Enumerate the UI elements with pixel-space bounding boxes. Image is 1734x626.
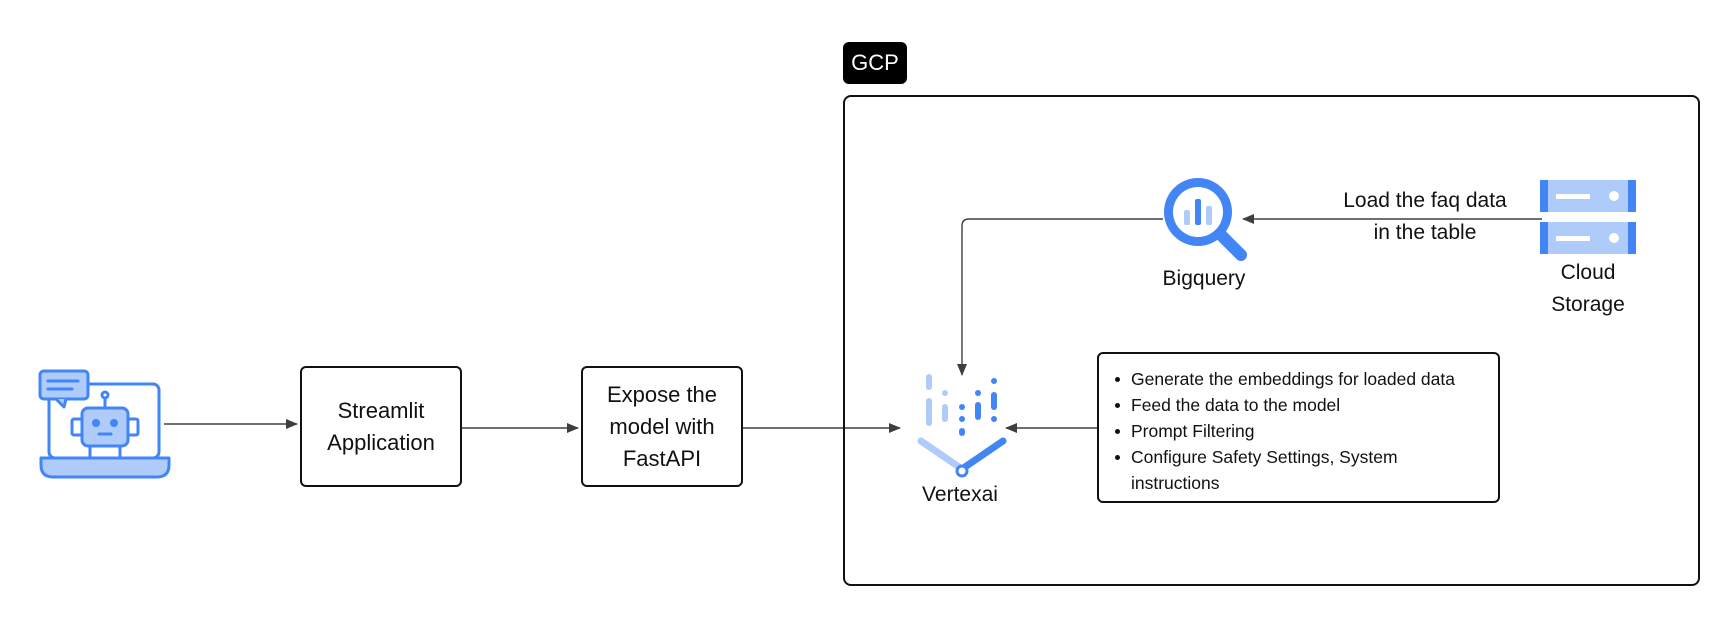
- load-note-line-1: Load the faq data: [1343, 189, 1507, 212]
- load-note-line-2: in the table: [1373, 221, 1477, 244]
- gcp-group-frame: [843, 95, 1700, 586]
- cloud-storage-label: Cloud Storage: [1526, 257, 1650, 321]
- fastapi-line-1: Expose the: [606, 381, 718, 407]
- arrow-bigquery-to-vertexai: [957, 218, 1163, 376]
- load-data-note: Load the faq data in the table: [1320, 185, 1530, 249]
- task-item: Feed the data to the model: [1115, 392, 1488, 418]
- task-item: Generate the embeddings for loaded data: [1115, 366, 1488, 392]
- cloud-storage-line-2: Storage: [1551, 293, 1625, 316]
- streamlit-application-box: Streamlit Application: [300, 366, 462, 487]
- cloud-storage-icon: [1540, 180, 1636, 254]
- laptop-chatbot-icon: [38, 369, 171, 479]
- tasks-list: Generate the embeddings for loaded data …: [1115, 366, 1488, 496]
- gcp-label: GCP: [843, 42, 907, 84]
- fastapi-line-2: model with: [609, 413, 715, 439]
- task-item: Prompt Filtering: [1115, 418, 1488, 444]
- fastapi-box: Expose the model with FastAPI: [581, 366, 743, 487]
- bigquery-icon: [1164, 178, 1247, 261]
- vertexai-tasks-box: Generate the embeddings for loaded data …: [1097, 352, 1500, 503]
- bigquery-label: Bigquery: [1162, 267, 1246, 290]
- fastapi-line-3: FastAPI: [622, 445, 702, 471]
- streamlit-line-2: Application: [327, 429, 435, 455]
- vertexai-label: Vertexai: [922, 483, 998, 506]
- vertex-ai-icon: [917, 374, 1007, 478]
- task-item: Configure Safety Settings, System instru…: [1115, 444, 1488, 496]
- cloud-storage-line-1: Cloud: [1560, 261, 1616, 284]
- streamlit-line-1: Streamlit: [337, 397, 425, 423]
